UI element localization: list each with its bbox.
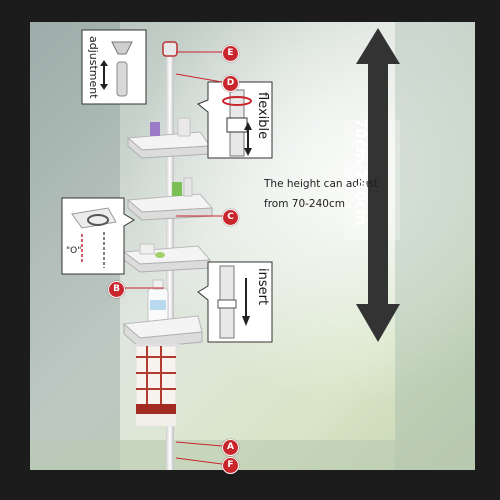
corner-shelf-2: [126, 177, 214, 221]
marker-d: D: [222, 75, 239, 92]
corner-shelf-3: [122, 243, 212, 273]
adjustment-label: adjustment: [87, 36, 100, 99]
towel: [135, 345, 177, 427]
adjustment-callout: [81, 29, 147, 105]
flexible-callout: [197, 81, 273, 159]
marker-b: B: [108, 281, 125, 298]
insert-callout: [197, 261, 273, 343]
marker-e: E: [222, 45, 239, 62]
flexible-label: flexible: [255, 92, 270, 140]
marker-a: A: [222, 439, 239, 456]
corner-shelf-1: [126, 117, 211, 159]
hook-callout: [61, 197, 135, 275]
hook-label: "O": [66, 246, 82, 256]
height-note-line2: from 70-240cm: [264, 198, 345, 210]
marker-f: F: [222, 457, 239, 474]
marker-c: C: [222, 209, 239, 226]
insert-label: insert: [255, 268, 270, 306]
height-range-arrow: [356, 28, 400, 342]
soap-bottle: [147, 279, 169, 329]
height-note-line1: The height can adjust: [264, 178, 379, 190]
height-range-label: 70cm-240cm: [352, 118, 370, 226]
